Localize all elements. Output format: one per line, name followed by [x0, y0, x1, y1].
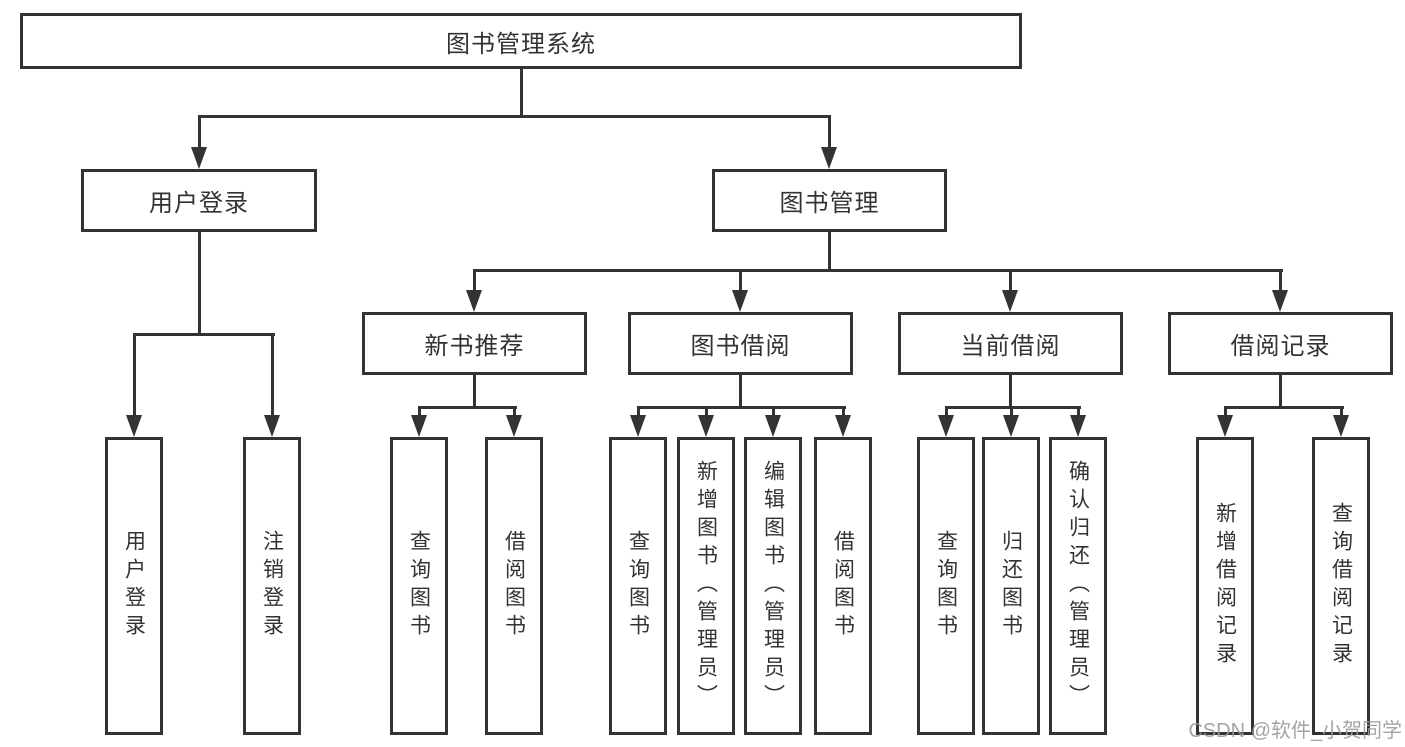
connector-line [945, 406, 948, 420]
node-book-borrowing: 图书借阅 [628, 312, 853, 375]
connector-line [1279, 375, 1282, 409]
arrow-down-icon [126, 415, 142, 437]
node-label: 当前借阅 [960, 333, 1061, 360]
connector-line [1009, 269, 1012, 293]
arrow-down-icon [1003, 415, 1019, 437]
connector-line [1077, 406, 1080, 420]
arrow-down-icon [938, 415, 954, 437]
node-label: 新书推荐 [424, 333, 525, 360]
node-label: 借阅记录 [1230, 333, 1331, 360]
connector-line [1224, 406, 1227, 420]
arrow-down-icon [630, 415, 646, 437]
connector-line [418, 406, 517, 409]
connector-line [271, 333, 274, 417]
node-label: 图书借阅 [690, 333, 791, 360]
leaf-borrow-books-recommend: 借阅图书 [485, 437, 543, 735]
connector-line [1010, 406, 1013, 420]
connector-line [1009, 375, 1012, 409]
leaf-edit-books-admin: 编辑图书（管理员） [744, 437, 802, 735]
connector-line [945, 406, 1081, 409]
leaf-return-books: 归还图书 [982, 437, 1040, 735]
connector-line [739, 269, 742, 293]
leaf-logout: 注销登录 [243, 437, 301, 735]
connector-line [842, 406, 845, 420]
arrow-down-icon [698, 415, 714, 437]
arrow-down-icon [765, 415, 781, 437]
node-label: 查询借阅记录 [1329, 502, 1353, 670]
node-label: 新增借阅记录 [1213, 502, 1237, 670]
connector-line [637, 406, 846, 409]
arrow-down-icon [1272, 290, 1288, 312]
arrow-down-icon [506, 415, 522, 437]
connector-line [473, 269, 1283, 272]
node-label: 查询图书 [407, 530, 431, 642]
node-borrowing-records: 借阅记录 [1168, 312, 1393, 375]
arrow-down-icon [466, 290, 482, 312]
leaf-confirm-return-admin: 确认归还（管理员） [1049, 437, 1107, 735]
arrow-down-icon [1002, 290, 1018, 312]
node-book-management: 图书管理 [712, 169, 947, 232]
connector-line [133, 333, 136, 417]
connector-line [133, 333, 275, 336]
leaf-user-login: 用户登录 [105, 437, 163, 735]
connector-line [637, 406, 640, 420]
node-label: 注销登录 [260, 530, 284, 642]
connector-line [473, 269, 476, 293]
connector-line [198, 115, 831, 118]
connector-line [828, 232, 831, 272]
leaf-borrow-books: 借阅图书 [814, 437, 872, 735]
connector-line [772, 406, 775, 420]
connector-line [513, 406, 516, 420]
node-user-login: 用户登录 [81, 169, 317, 232]
node-label: 用户登录 [149, 190, 249, 217]
connector-line [739, 375, 742, 409]
arrow-down-icon [1070, 415, 1086, 437]
node-label: 图书管理系统 [446, 30, 596, 58]
arrow-down-icon [191, 147, 207, 169]
connector-line [198, 115, 201, 149]
node-label: 编辑图书（管理员） [761, 460, 785, 712]
connector-line [705, 406, 708, 420]
leaf-query-books-borrowing: 查询图书 [609, 437, 667, 735]
arrow-down-icon [264, 415, 280, 437]
leaf-query-books-recommend: 查询图书 [390, 437, 448, 735]
connector-line [1340, 406, 1343, 420]
leaf-query-borrow-record: 查询借阅记录 [1312, 437, 1370, 735]
leaf-add-borrow-record: 新增借阅记录 [1196, 437, 1254, 735]
arrow-down-icon [835, 415, 851, 437]
node-label: 借阅图书 [502, 530, 526, 642]
node-current-borrowing: 当前借阅 [898, 312, 1123, 375]
leaf-query-books-current: 查询图书 [917, 437, 975, 735]
node-label: 新增图书（管理员） [694, 460, 718, 712]
arrow-down-icon [1217, 415, 1233, 437]
arrow-down-icon [732, 290, 748, 312]
connector-line [198, 232, 201, 336]
node-label: 查询图书 [934, 530, 958, 642]
arrow-down-icon [821, 147, 837, 169]
node-label: 确认归还（管理员） [1066, 460, 1090, 712]
node-label: 归还图书 [999, 530, 1023, 642]
node-library-system: 图书管理系统 [20, 13, 1022, 69]
connector-line [418, 406, 421, 420]
arrow-down-icon [411, 415, 427, 437]
node-label: 查询图书 [626, 530, 650, 642]
connector-line [1224, 406, 1344, 409]
leaf-add-books-admin: 新增图书（管理员） [677, 437, 735, 735]
node-label: 借阅图书 [831, 530, 855, 642]
node-new-book-recommend: 新书推荐 [362, 312, 587, 375]
connector-line [1279, 269, 1282, 293]
node-label: 用户登录 [122, 530, 146, 642]
arrow-down-icon [1333, 415, 1349, 437]
connector-line [520, 69, 523, 117]
connector-line [828, 115, 831, 149]
watermark: CSDN @软件_小贺同学 [1188, 720, 1402, 742]
node-label: 图书管理 [779, 190, 880, 217]
connector-line [473, 375, 476, 409]
